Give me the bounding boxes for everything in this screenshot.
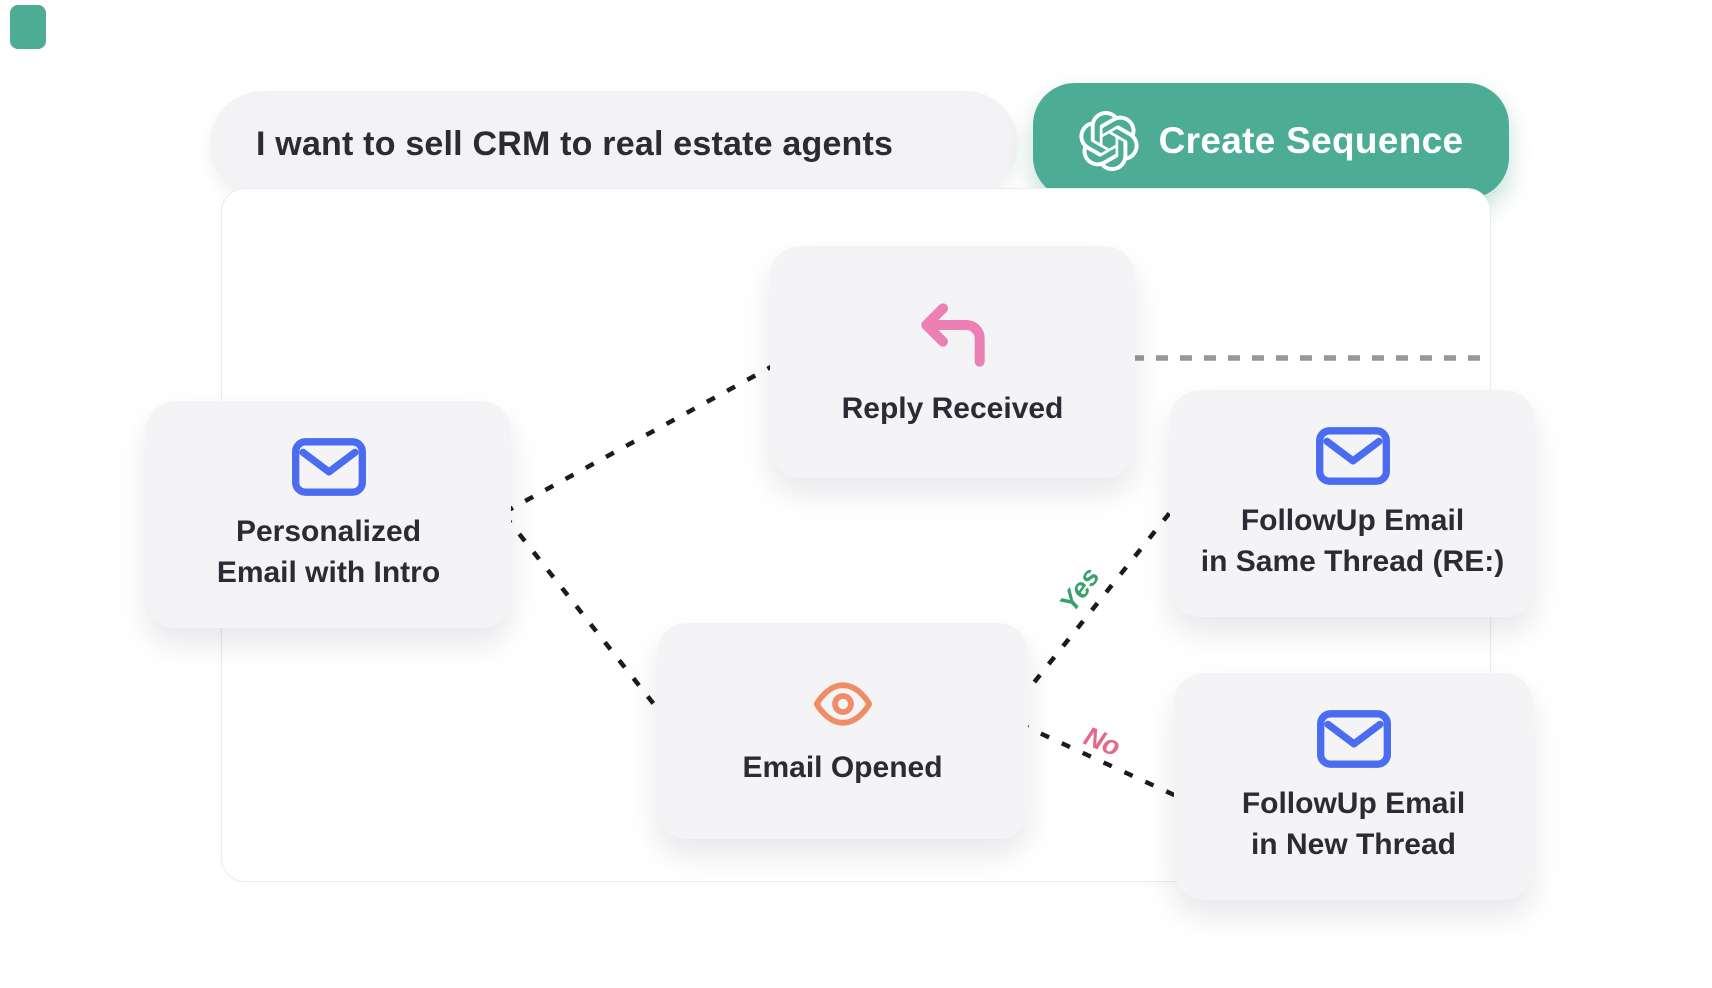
node-label: Personalized Email with Intro bbox=[217, 512, 440, 593]
node-label: FollowUp Email in New Thread bbox=[1242, 784, 1465, 865]
prompt-text: I want to sell CRM to real estate agents bbox=[256, 124, 894, 163]
eye-icon bbox=[801, 674, 885, 734]
node-followup-same-thread[interactable]: FollowUp Email in Same Thread (RE:) bbox=[1170, 390, 1535, 617]
openai-logo-icon bbox=[1079, 111, 1139, 171]
node-personalized-email[interactable]: Personalized Email with Intro bbox=[146, 401, 511, 628]
node-followup-new-thread[interactable]: FollowUp Email in New Thread bbox=[1174, 673, 1533, 900]
node-reply-received[interactable]: Reply Received bbox=[770, 246, 1135, 478]
node-label-line: in New Thread bbox=[1250, 827, 1457, 861]
email-icon bbox=[290, 436, 368, 498]
node-label: FollowUp Email in Same Thread (RE:) bbox=[1201, 501, 1504, 582]
node-label-line: Email Opened bbox=[742, 750, 943, 784]
node-label: Email Opened bbox=[742, 748, 942, 789]
create-sequence-button[interactable]: Create Sequence bbox=[1033, 83, 1509, 199]
node-label-line: in Same Thread (RE:) bbox=[1200, 544, 1505, 578]
node-label-line: Personalized bbox=[235, 515, 422, 548]
create-sequence-label: Create Sequence bbox=[1158, 120, 1464, 161]
node-label-line: FollowUp Email bbox=[1241, 787, 1466, 820]
node-label-line: Email with Intro bbox=[216, 555, 441, 589]
node-label: Reply Received bbox=[842, 389, 1064, 430]
reply-arrow-icon bbox=[906, 295, 1000, 375]
prompt-input[interactable]: I want to sell CRM to real estate agents bbox=[210, 91, 1018, 197]
email-icon bbox=[1315, 708, 1393, 770]
node-email-opened[interactable]: Email Opened bbox=[657, 623, 1028, 839]
corner-brand-square bbox=[10, 5, 46, 49]
node-label-line: Reply Received bbox=[841, 391, 1064, 425]
email-icon bbox=[1314, 425, 1392, 487]
node-label-line: FollowUp Email bbox=[1240, 504, 1465, 537]
